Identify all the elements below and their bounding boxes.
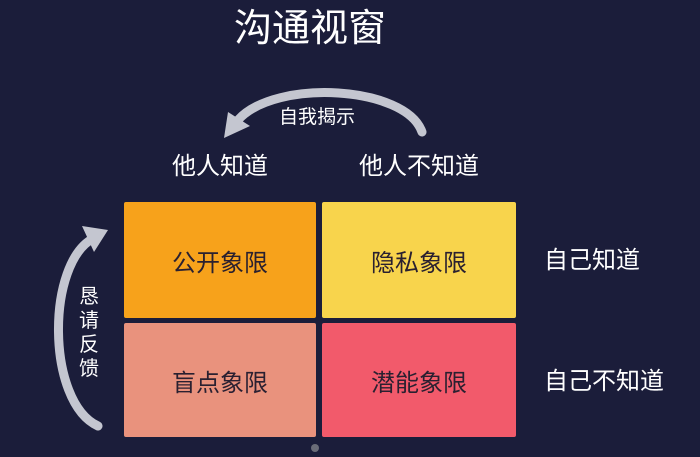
quadrant-blind-label: 盲点象限	[172, 368, 268, 397]
row-header-self-knows: 自己知道	[544, 246, 640, 274]
quadrant-hidden: 隐私象限	[322, 202, 516, 318]
curved-arrow-up-icon	[54, 226, 108, 431]
column-header-others-dont-know: 他人不知道	[359, 152, 479, 180]
quadrant-open: 公开象限	[124, 202, 316, 318]
quadrant-hidden-label: 隐私象限	[371, 248, 467, 277]
seek-feedback-label: 恳请反馈	[79, 284, 99, 380]
quadrant-unknown-label: 潜能象限	[371, 368, 467, 397]
cursor-dot	[311, 444, 319, 452]
quadrant-unknown: 潜能象限	[322, 323, 516, 437]
column-header-others-know: 他人知道	[172, 152, 268, 180]
quadrant-blind: 盲点象限	[124, 323, 316, 437]
self-disclosure-label: 自我揭示	[278, 106, 355, 128]
quadrant-open-label: 公开象限	[172, 248, 268, 277]
diagram-title: 沟通视窗	[233, 6, 386, 50]
row-header-self-doesnt-know: 自己不知道	[544, 367, 664, 395]
curved-arrow-left-icon	[224, 88, 427, 138]
